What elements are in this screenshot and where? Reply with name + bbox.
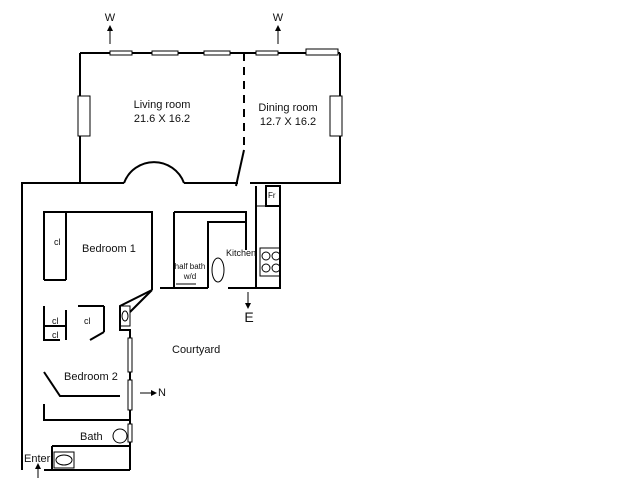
courtyard-wall bbox=[119, 287, 208, 470]
living-room-label: Living room 21.6 X 16.2 bbox=[134, 98, 191, 126]
east-label: E bbox=[244, 309, 254, 325]
closet-label-bedroom2-a: cl bbox=[52, 316, 59, 326]
outer-west-wall bbox=[21, 182, 80, 470]
kitchen-label: Kitchen bbox=[226, 248, 257, 258]
half-bath-label: half bath w/d bbox=[175, 262, 206, 282]
dining-room-label: Dining room 12.7 X 16.2 bbox=[258, 101, 317, 129]
bedroom1-walls bbox=[43, 211, 153, 290]
dining-room-name: Dining room bbox=[258, 102, 318, 114]
courtyard-label: Courtyard bbox=[172, 344, 221, 356]
west-label-left: W bbox=[104, 12, 116, 24]
bedroom2-label: Bedroom 2 bbox=[64, 371, 118, 383]
enter-label: Enter bbox=[24, 453, 51, 465]
closet-label-bedroom2-c: cl bbox=[84, 316, 91, 326]
fixtures bbox=[53, 251, 281, 469]
living-room-name: Living room bbox=[133, 99, 191, 111]
north-label: N bbox=[158, 387, 166, 399]
closet-label-bedroom1: cl bbox=[54, 237, 61, 247]
fridge-label: Fr bbox=[268, 191, 276, 200]
half-bath-name: half bath bbox=[174, 262, 206, 271]
west-label-right: W bbox=[272, 12, 284, 24]
washer-dryer-label: w/d bbox=[183, 272, 197, 281]
windows bbox=[77, 48, 343, 443]
closet-label-bedroom2-b: cl bbox=[52, 330, 59, 340]
dining-room-dims: 12.7 X 16.2 bbox=[259, 116, 317, 128]
bedroom1-label: Bedroom 1 bbox=[82, 243, 136, 255]
bath-label: Bath bbox=[80, 431, 103, 443]
bedroom2-walls bbox=[43, 305, 130, 471]
living-room-dims: 21.6 X 16.2 bbox=[133, 113, 191, 125]
